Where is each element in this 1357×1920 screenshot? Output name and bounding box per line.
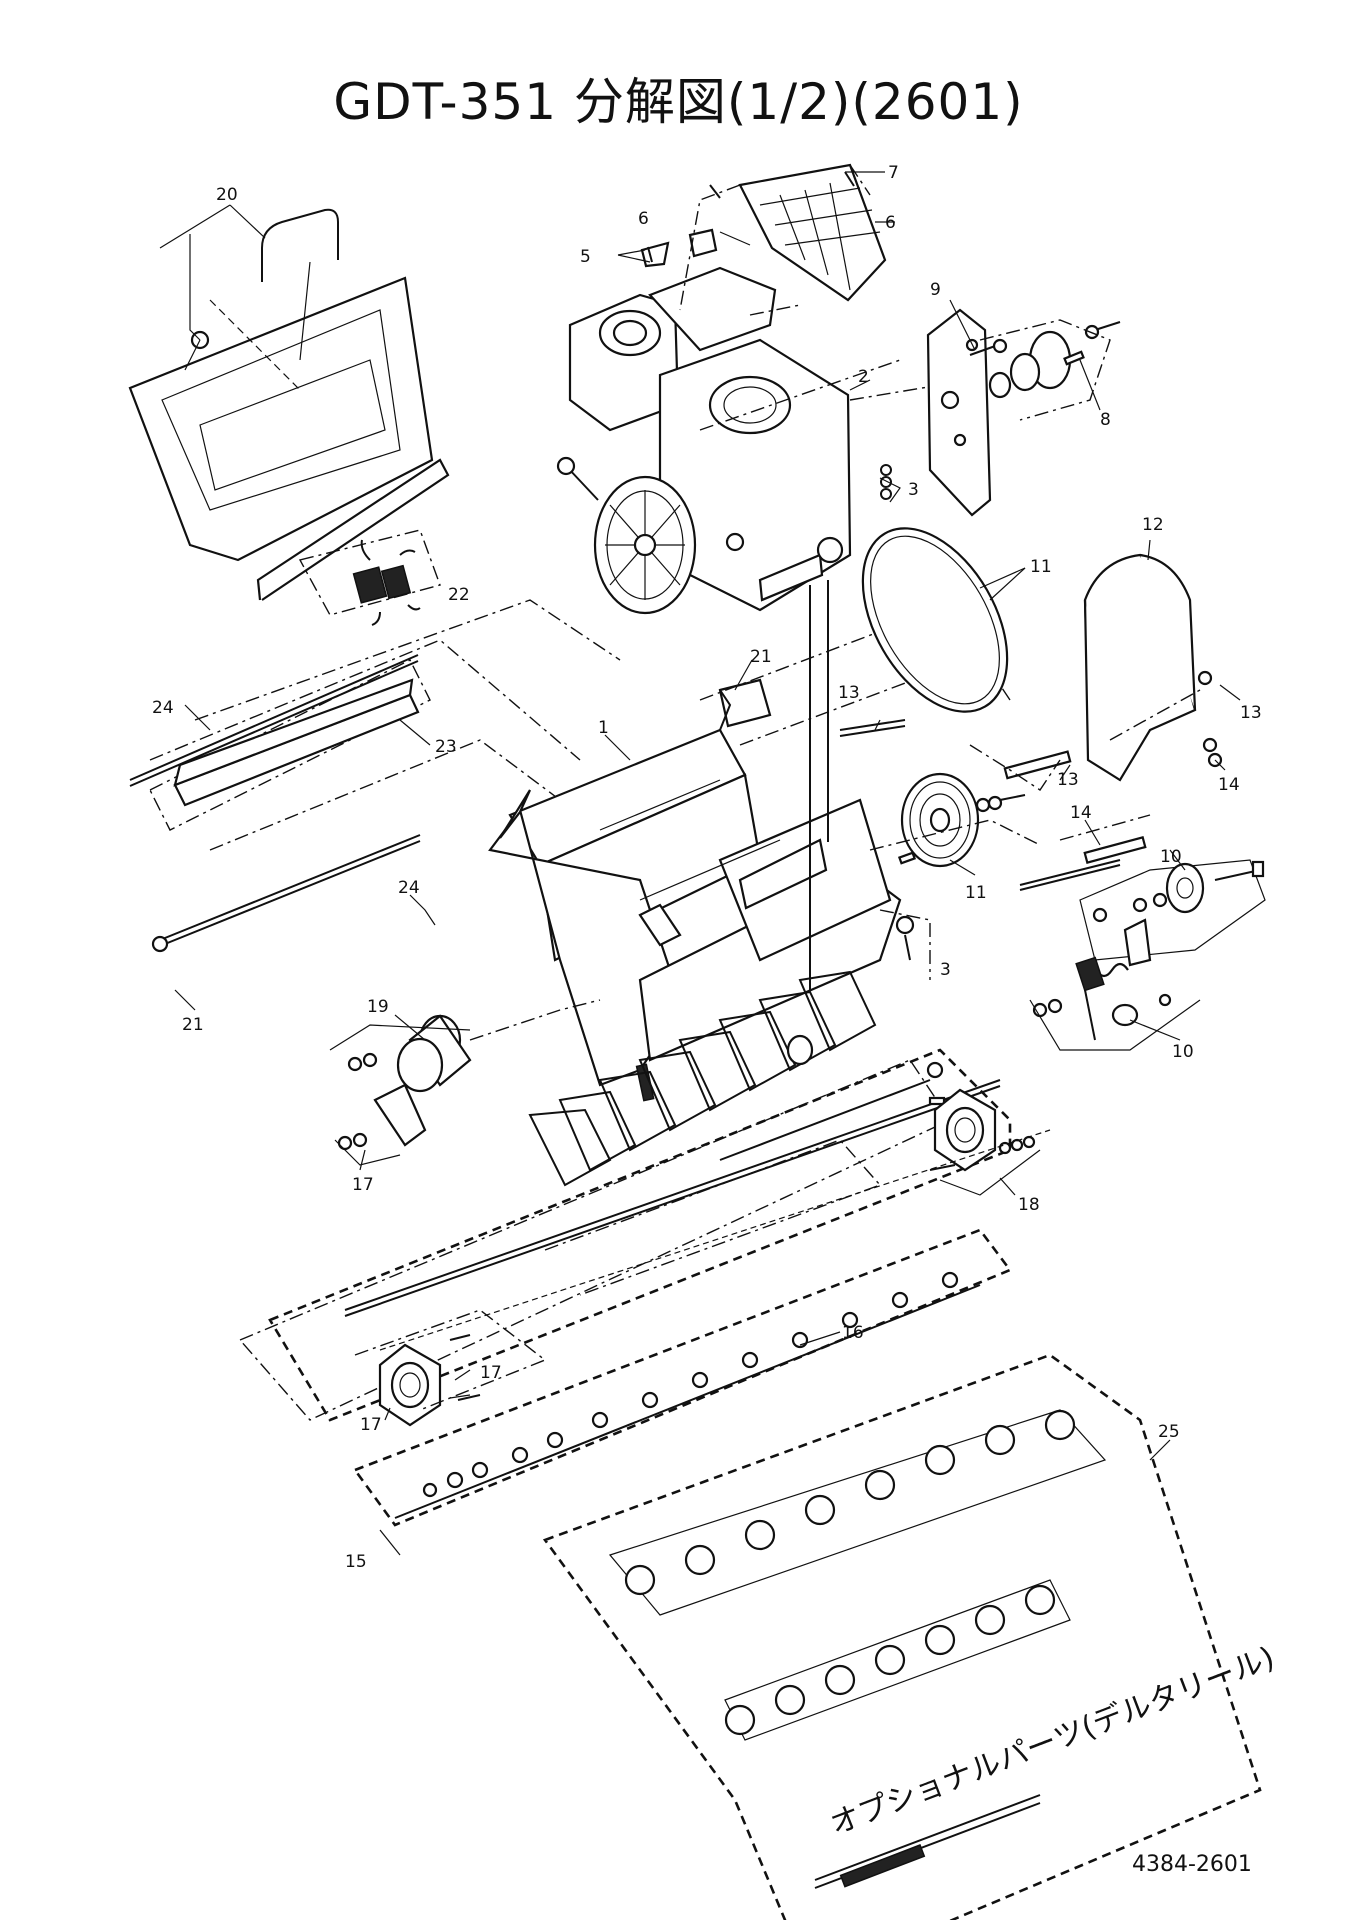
bolts-part-13-14: [839, 719, 1151, 891]
bearing-unit-part-17-lower: [354, 1309, 547, 1427]
diagram-title: GDT-351 分解図(1/2)(2601): [333, 73, 1024, 131]
callout-13-b: 13: [1240, 703, 1262, 723]
cover-plate-part-20: [128, 208, 450, 601]
callout-5: 6: [885, 213, 896, 233]
callout-21-b: 21: [182, 1015, 204, 1035]
tension-pulley-part-10: [1029, 859, 1266, 1051]
engine-part-2: [556, 266, 941, 615]
callout-10-a: 10: [1160, 847, 1182, 867]
callout-14-a: 14: [1218, 775, 1240, 795]
callout-13-c: 13: [1057, 770, 1079, 790]
callout-17-c: 17: [360, 1415, 382, 1435]
callout-3-b: 3: [940, 960, 951, 980]
document-number: 4384-2601: [1132, 1852, 1252, 1877]
bearing-unit-part-18: [929, 1088, 1041, 1196]
callout-leaders: [159, 171, 1241, 1556]
callout-17-a: 17: [352, 1175, 374, 1195]
intermediate-pulley-part-11: [869, 772, 1041, 868]
callout-6-b: 6: [638, 209, 649, 229]
callout-23: 23: [435, 737, 457, 757]
callout-1: 1: [598, 718, 609, 738]
callout-18: 18: [1018, 1195, 1040, 1215]
drive-pulley-part-7: [988, 330, 1085, 399]
reel-spacers-part-15: [352, 1129, 1051, 1527]
optional-delta-reel-part-25: [542, 1353, 1262, 1920]
callout-24-b: 24: [398, 878, 420, 898]
spring-part-22: [298, 529, 441, 626]
air-cleaner-cover-part-5: [640, 163, 887, 311]
callout-19: 19: [367, 997, 389, 1017]
callout-7: 8: [1100, 410, 1111, 430]
callout-9: 9: [930, 280, 941, 300]
bearing-housing-part-19: [329, 999, 601, 1166]
v-belt-part-8: [861, 527, 1009, 713]
callout-2: 2: [858, 367, 869, 387]
belt-cover-part-12: [1083, 553, 1223, 782]
callout-13-a: 13: [838, 683, 860, 703]
callout-20: 20: [216, 185, 238, 205]
main-frame-part-1: [488, 580, 1011, 1102]
reel-assembly-part-16: [238, 970, 1012, 1422]
rods-part-23-24: [129, 599, 621, 953]
callout-8: 11: [1030, 557, 1052, 577]
callout-numbers: 20 7 6 6 5 9 2 8 3 12 11 22 21 13 13 13 …: [152, 163, 1262, 1572]
callout-3-a: 3: [908, 480, 919, 500]
callout-14-b: 14: [1070, 803, 1092, 823]
bolt-part-3-lower: [879, 909, 931, 980]
callout-21-a: 21: [750, 647, 772, 667]
callout-16: 16: [842, 1323, 864, 1343]
callout-22: 22: [448, 585, 470, 605]
callout-17-b: 17: [480, 1363, 502, 1383]
callout-15: 15: [345, 1552, 367, 1572]
callout-25: 25: [1158, 1422, 1180, 1442]
callout-10-b: 10: [1172, 1042, 1194, 1062]
callout-4: 5: [580, 247, 591, 267]
callout-11-label: 11: [965, 883, 987, 903]
callout-24-a: 24: [152, 698, 174, 718]
callout-12: 12: [1142, 515, 1164, 535]
engine-plate-part-9: [880, 308, 1121, 517]
callout-6-a: 7: [888, 163, 899, 183]
